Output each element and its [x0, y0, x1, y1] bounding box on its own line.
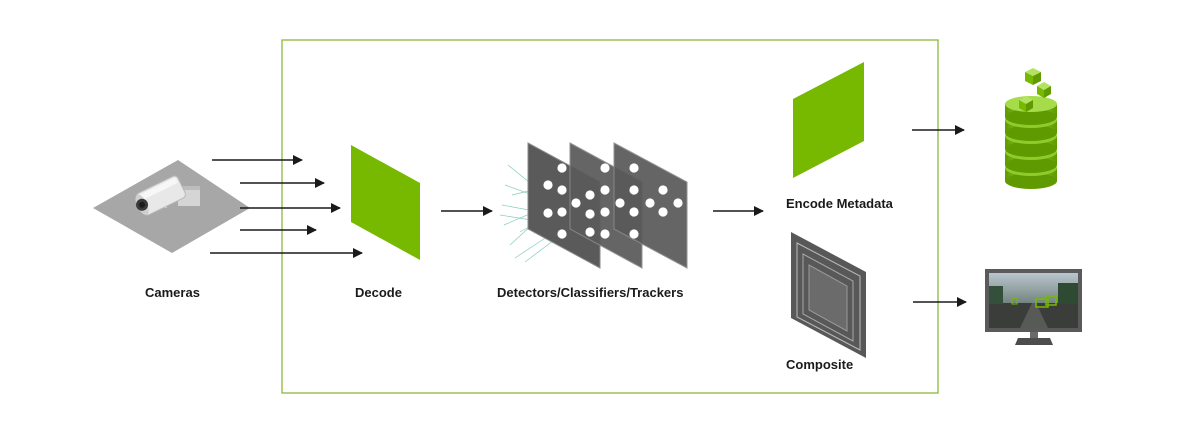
camera-icon: [135, 175, 200, 216]
cameras-graphic: [93, 160, 250, 253]
processing-box: [281, 39, 939, 394]
encode-block: [793, 62, 864, 178]
decode-block: [351, 145, 420, 260]
data-cube-1: [1025, 68, 1041, 85]
composite-block: [791, 232, 866, 358]
detector-nodes: [543, 163, 683, 239]
camera-input-arrows: [210, 155, 363, 258]
detectors-graphic: [499, 142, 688, 269]
composite-label: Composite: [786, 357, 854, 372]
detectors-label: Detectors/Classifiers/Trackers: [497, 285, 684, 300]
monitor-icon: [985, 269, 1082, 345]
decode-label: Decode: [355, 285, 402, 300]
database-icon: [1005, 68, 1057, 189]
detector-panels: [527, 142, 688, 269]
encode-metadata-label: Encode Metadata: [786, 196, 893, 211]
cameras-label: Cameras: [145, 285, 200, 300]
data-cube-2: [1037, 82, 1051, 98]
camera-platform: [93, 160, 250, 253]
data-cube-3: [1019, 96, 1033, 112]
